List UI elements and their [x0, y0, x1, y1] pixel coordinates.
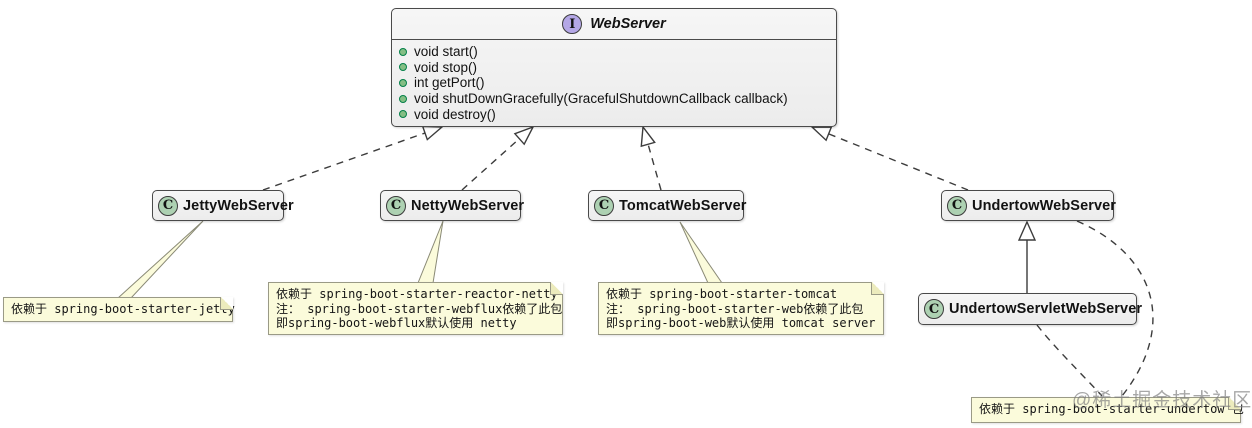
note-line: 即spring-boot-web默认使用 tomcat server [606, 316, 876, 330]
note-fold-icon [1228, 397, 1241, 410]
note-line: 依赖于 spring-boot-starter-jetty [11, 302, 235, 316]
class-undertowwebserver: C UndertowWebServer [941, 190, 1117, 221]
public-method-icon [399, 63, 407, 72]
note-connector-jetty [116, 220, 204, 299]
class-icon: C [947, 195, 967, 216]
class-undertowservletwebserver: C UndertowServletWebServer [918, 293, 1142, 325]
method-start: void start() [399, 44, 828, 59]
note-fold-icon [871, 282, 884, 295]
class-icon: C [924, 299, 944, 319]
method-label: void start() [414, 44, 478, 60]
method-destroy: void destroy() [399, 107, 828, 122]
note-connector-tomcat [679, 221, 723, 284]
public-method-icon [399, 78, 407, 87]
method-label: int getPort() [414, 75, 485, 91]
realization-line-tomcat [647, 143, 662, 191]
method-shutdowngracefully: void shutDownGracefully(GracefulShutdown… [399, 91, 828, 106]
class-nettywebserver: C NettyWebServer [380, 190, 525, 221]
realization-line-netty [461, 138, 520, 191]
note-line: 即spring-boot-webflux默认使用 netty [276, 316, 517, 330]
class-name: TomcatWebServer [619, 197, 747, 214]
public-method-icon [399, 47, 407, 56]
class-jettywebserver: C JettyWebServer [152, 190, 294, 221]
realization-arrowhead-jetty [421, 125, 444, 141]
method-label: void shutDownGracefully(GracefulShutdown… [414, 91, 788, 107]
interface-methods: void start() void stop() int getPort() v… [392, 40, 836, 126]
extension-arrowhead-undertow-servlet [1017, 220, 1037, 241]
class-name: UndertowServletWebServer [949, 301, 1143, 317]
method-getport: int getPort() [399, 75, 828, 90]
note-undertow-dependency: 依赖于 spring-boot-starter-undertow 包 [971, 397, 1244, 423]
note-netty-dependency: 依赖于 spring-boot-starter-reactor-netty 注：… [268, 282, 563, 335]
interface-icon: I [562, 14, 583, 34]
method-label: void stop() [414, 59, 478, 75]
realization-line-jetty [262, 132, 426, 191]
method-stop: void stop() [399, 60, 828, 75]
interface-header: I WebServer [392, 9, 836, 40]
note-line: 注： spring-boot-starter-webflux依赖了此包 [276, 301, 563, 316]
note-line: 依赖于 spring-boot-starter-reactor-netty [276, 287, 558, 301]
class-icon: C [594, 195, 614, 216]
class-icon: C [386, 195, 406, 216]
realization-arrowhead-netty [513, 125, 535, 146]
class-name: NettyWebServer [411, 197, 525, 214]
note-fold-icon [220, 297, 233, 310]
public-method-icon [399, 94, 407, 103]
interface-name: WebServer [590, 16, 666, 32]
class-icon: C [158, 195, 178, 216]
note-line: 依赖于 spring-boot-starter-tomcat [606, 287, 838, 301]
note-fold-icon [550, 282, 563, 295]
realization-arrowhead-tomcat [640, 125, 656, 148]
class-name: UndertowWebServer [972, 197, 1117, 214]
method-label: void destroy() [414, 106, 496, 122]
class-tomcatwebserver: C TomcatWebServer [588, 190, 747, 221]
class-name: JettyWebServer [183, 197, 294, 214]
note-tomcat-dependency: 依赖于 spring-boot-starter-tomcat 注： spring… [598, 282, 884, 335]
note-connector-netty [417, 220, 444, 284]
realization-arrowhead-undertow [810, 126, 833, 142]
note-line: 依赖于 spring-boot-starter-undertow 包 [979, 402, 1244, 416]
public-method-icon [399, 110, 407, 119]
note-jetty-dependency: 依赖于 spring-boot-starter-jetty [3, 297, 235, 322]
watermark: @稀土掘金技术社区 [1072, 390, 1252, 411]
realization-line-undertow [828, 133, 969, 191]
interface-webserver: I WebServer void start() void stop() int… [391, 8, 837, 127]
note-line: 注： spring-boot-starter-web依赖了此包 [606, 301, 864, 316]
